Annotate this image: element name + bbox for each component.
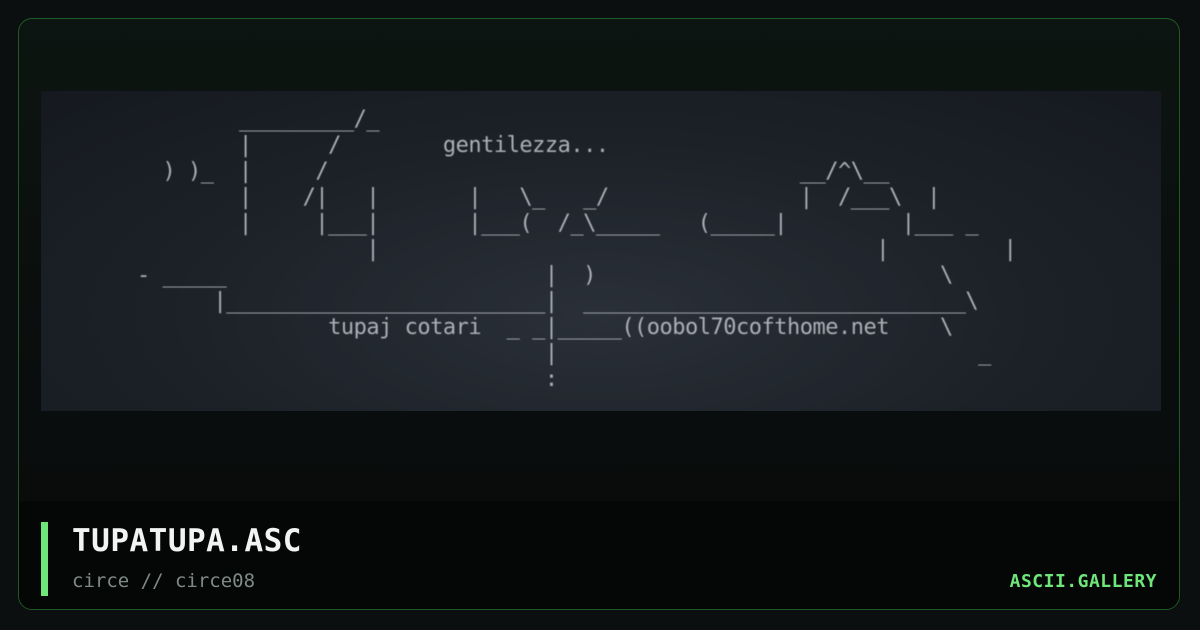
art-title: TUPATUPA.ASC bbox=[72, 523, 302, 559]
accent-bar bbox=[41, 522, 48, 596]
ascii-art: _________/_ | / gentilezza... ) )_ | / _… bbox=[137, 107, 1017, 392]
art-author: circe // circe08 bbox=[72, 570, 256, 592]
ascii-art-panel: _________/_ | / gentilezza... ) )_ | / _… bbox=[41, 91, 1161, 411]
preview-card: _________/_ | / gentilezza... ) )_ | / _… bbox=[18, 18, 1180, 610]
site-brand[interactable]: ASCII.GALLERY bbox=[1009, 571, 1157, 592]
card-footer: TUPATUPA.ASC circe // circe08 ASCII.GALL… bbox=[19, 501, 1179, 609]
